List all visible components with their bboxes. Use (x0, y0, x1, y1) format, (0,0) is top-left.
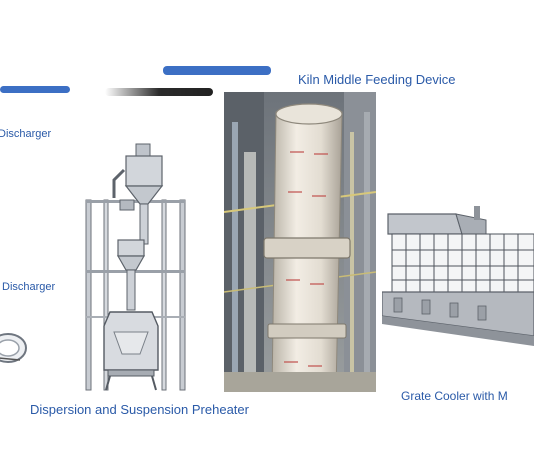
preheater-image (84, 140, 188, 392)
label-discharger-mid: Discharger (2, 281, 56, 293)
dark-bar (105, 88, 213, 96)
accent-bar-left (0, 86, 70, 93)
discharger-device-image (0, 328, 30, 368)
grate-cooler-image (382, 206, 534, 356)
label-discharger-top: Discharger (0, 128, 52, 140)
accent-bar-center (163, 66, 271, 75)
label-kiln-feeding: Kiln Middle Feeding Device (298, 72, 456, 87)
label-preheater: Dispersion and Suspension Preheater (30, 402, 249, 417)
kiln-photo (224, 92, 376, 392)
label-grate-cooler: Grate Cooler with M (401, 389, 508, 403)
